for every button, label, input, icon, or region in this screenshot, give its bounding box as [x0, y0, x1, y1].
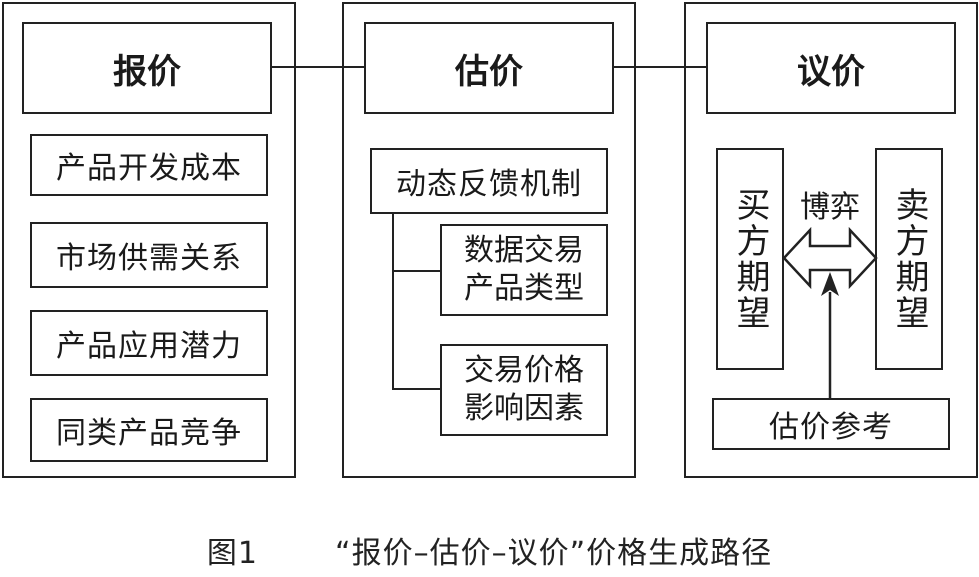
subitem-data-type-line2: 产品类型	[464, 271, 584, 306]
figure-caption-text: “报价–估价–议价”价格生成路径	[335, 536, 773, 571]
buyer-expectation-box: 买方期望	[716, 148, 784, 370]
subitem-data-type: 数据交易 产品类型	[440, 224, 608, 316]
connector-estimate-negotiate	[614, 66, 706, 68]
subitem-price-factors-line1: 交易价格	[464, 353, 584, 388]
feedback-mechanism-box: 动态反馈机制	[370, 148, 608, 214]
subitem-data-type-line1: 数据交易	[464, 233, 584, 268]
quote-title: 报价	[22, 22, 272, 114]
quote-item-application: 产品应用潜力	[30, 310, 268, 376]
figure-caption: 图1 “报价–估价–议价”价格生成路径	[0, 528, 979, 572]
quote-item-dev-cost: 产品开发成本	[30, 134, 268, 196]
game-label: 博弈	[800, 190, 860, 225]
subitem-price-factors: 交易价格 影响因素	[440, 344, 608, 436]
seller-expectation-box: 卖方期望	[875, 148, 943, 370]
subitem-price-factors-line2: 影响因素	[464, 391, 584, 426]
quote-item-competition: 同类产品竞争	[30, 398, 268, 462]
figure-number: 图1	[206, 536, 258, 571]
game-arrows	[782, 226, 878, 398]
tree-trunk-line	[392, 214, 394, 390]
double-arrow-icon	[782, 226, 878, 290]
tree-branch-1	[392, 270, 440, 272]
up-arrow-icon	[821, 272, 839, 296]
quote-item-supply-demand: 市场供需关系	[30, 222, 268, 288]
connector-quote-estimate	[272, 66, 364, 68]
estimate-reference-box: 估价参考	[712, 398, 950, 450]
negotiate-title: 议价	[706, 22, 956, 114]
estimate-title: 估价	[364, 22, 614, 114]
tree-branch-2	[392, 388, 440, 390]
